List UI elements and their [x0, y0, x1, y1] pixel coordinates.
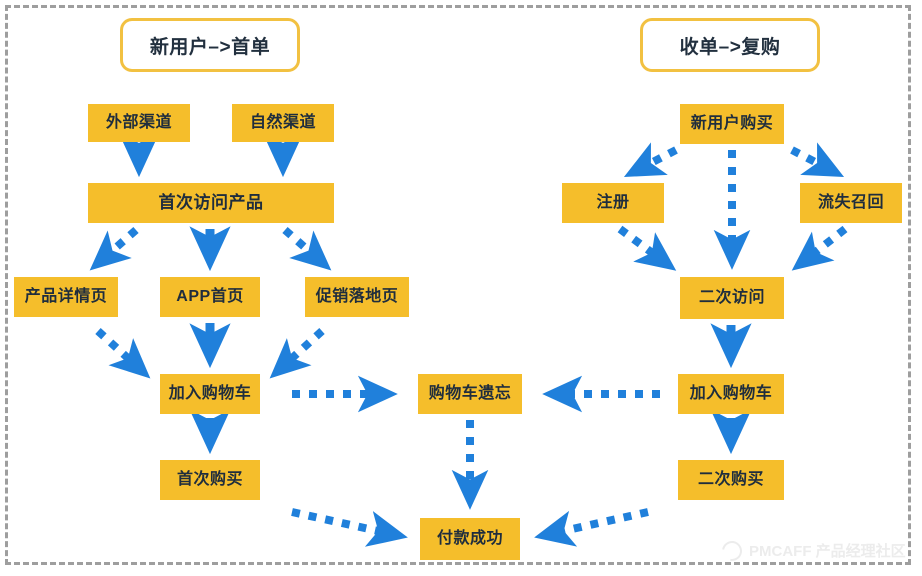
node-label: 首次访问产品: [158, 192, 264, 212]
node-label: 付款成功: [436, 530, 503, 548]
node-new-user-purchase[interactable]: 新用户购买: [680, 104, 784, 144]
node-label: 购物车遗忘: [428, 385, 512, 403]
node-label: 外部渠道: [105, 114, 172, 132]
left-section-title: 新用户–>首单: [120, 18, 300, 72]
node-label: APP首页: [176, 288, 244, 306]
node-promo-landing[interactable]: 促销落地页: [305, 277, 409, 317]
edge-churn-to-secondvisit: [791, 225, 848, 271]
edge-newuser-to-churn: [790, 142, 845, 177]
node-label: 加入购物车: [689, 385, 773, 403]
edge-firstpurchase-to-payment: [291, 508, 408, 547]
node-label: 新用户购买: [690, 115, 774, 133]
node-first-purchase[interactable]: 首次购买: [160, 460, 260, 500]
node-label: 产品详情页: [24, 288, 108, 306]
node-label: 首次购买: [176, 471, 243, 489]
node-add-to-cart-left[interactable]: 加入购物车: [160, 374, 260, 414]
node-label: 促销落地页: [315, 288, 399, 306]
edge-secondpurchase-to-payment: [534, 508, 649, 547]
node-second-visit[interactable]: 二次访问: [680, 277, 784, 319]
right-section-title: 收单–>复购: [640, 18, 820, 72]
edge-firstvisit-to-promo: [282, 226, 332, 271]
watermark: PMCAFF 产品经理社区: [718, 536, 906, 565]
edge-newuser-to-register: [623, 142, 678, 177]
pmcaff-logo-icon: [718, 536, 746, 565]
node-organic-channel[interactable]: 自然渠道: [232, 104, 334, 142]
edge-register-to-secondvisit: [617, 225, 677, 271]
node-label: 注册: [596, 194, 630, 212]
node-second-purchase[interactable]: 二次购买: [678, 460, 784, 500]
node-cart-abandon[interactable]: 购物车遗忘: [418, 374, 522, 414]
node-app-home[interactable]: APP首页: [160, 277, 260, 317]
watermark-text: PMCAFF 产品经理社区: [749, 543, 906, 560]
node-product-detail[interactable]: 产品详情页: [14, 277, 118, 317]
node-label: 自然渠道: [249, 114, 316, 132]
edge-promo-to-cart: [269, 328, 325, 379]
node-label: 流失召回: [817, 194, 884, 212]
node-add-to-cart-right[interactable]: 加入购物车: [678, 374, 784, 414]
section-title-label: 新用户–>首单: [149, 36, 271, 58]
edge-firstvisit-to-detail: [89, 226, 139, 271]
node-external-channel[interactable]: 外部渠道: [88, 104, 190, 142]
node-first-visit[interactable]: 首次访问产品: [88, 183, 334, 223]
node-label: 加入购物车: [168, 385, 252, 403]
node-label: 二次访问: [698, 289, 765, 307]
section-title-label: 收单–>复购: [679, 36, 781, 58]
node-churn-recall[interactable]: 流失召回: [800, 183, 902, 223]
node-payment-success[interactable]: 付款成功: [420, 518, 520, 560]
edge-detail-to-cart: [95, 328, 151, 379]
node-label: 二次购买: [697, 471, 764, 489]
node-register[interactable]: 注册: [562, 183, 664, 223]
